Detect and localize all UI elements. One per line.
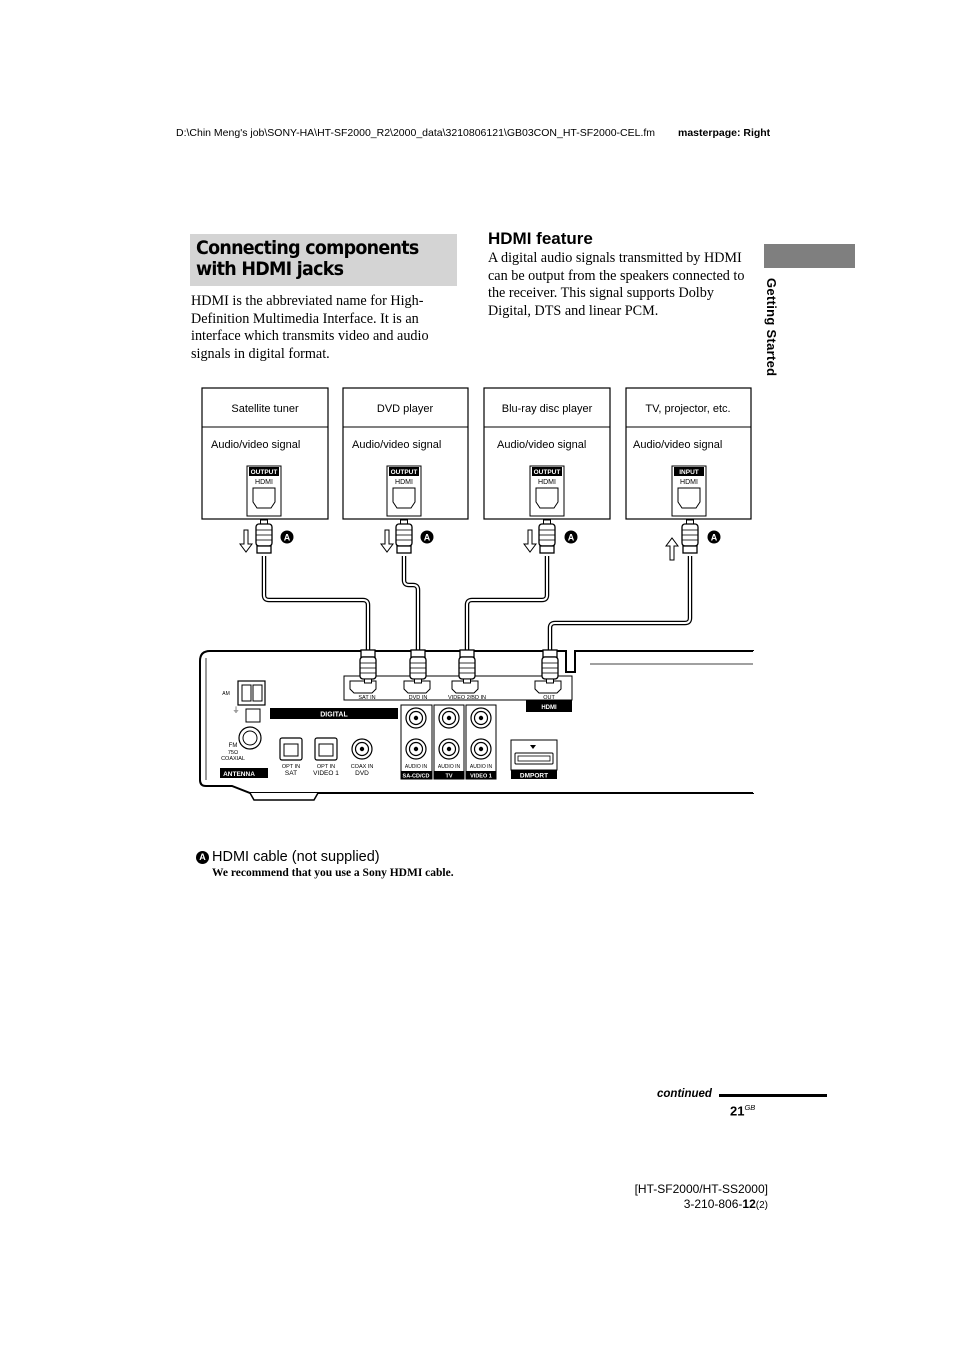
feature-body: A digital audio signals transmitted by H…: [488, 250, 745, 319]
callout-a-badge: A: [564, 530, 578, 544]
audio-in-section: [400, 704, 497, 780]
audio-in-source: VIDEO 1: [470, 774, 492, 780]
jack-type-bluray: HDMI: [538, 479, 556, 486]
hdmi-jack-label: VIDEO 2/BD IN: [448, 695, 486, 701]
jack-type-dvd: HDMI: [395, 479, 413, 486]
antenna-label: ANTENNA: [223, 771, 255, 778]
device-signal-tv: Audio/video signal: [633, 439, 722, 451]
hdmi-plug-icon: [359, 649, 377, 684]
callout-a-badge: A: [280, 530, 294, 544]
svg-text:A: A: [284, 533, 291, 543]
continued-label: continued: [657, 1088, 712, 1100]
antenna-fm-coaxial: COAXIAL: [221, 756, 245, 762]
page-number: 21GB: [730, 1103, 756, 1119]
cable-recommendation: We recommend that you use a Sony HDMI ca…: [212, 867, 454, 879]
feature-title: HDMI feature: [488, 229, 593, 248]
arrow-up-icon: [665, 537, 679, 561]
side-tab-bar: [764, 244, 855, 268]
svg-text:A: A: [711, 533, 718, 543]
device-name-dvd: DVD player: [377, 403, 434, 415]
digital-label: DIGITAL: [320, 712, 348, 719]
device-name-tv: TV, projector, etc.: [645, 403, 730, 415]
continued-rule: [719, 1094, 827, 1097]
antenna-am-label: AM: [222, 691, 230, 697]
digital-jack-type: COAX IN: [351, 764, 374, 770]
audio-in-label: AUDIO IN: [438, 764, 461, 770]
svg-text:⏚: ⏚: [233, 706, 240, 714]
header-masterpage: masterpage: Right: [678, 127, 771, 139]
hdmi-plug-icon: [458, 649, 476, 684]
digital-jack-type: OPT IN: [317, 764, 335, 770]
jack-label-bluray: OUTPUT: [534, 469, 561, 476]
digital-section: [270, 708, 398, 761]
digital-jack-source: SAT: [285, 770, 297, 777]
device-signal-satellite: Audio/video signal: [211, 439, 300, 451]
receiver-hdmi-section: [343, 675, 573, 712]
device-name-bluray: Blu-ray disc player: [502, 403, 593, 415]
hdmi-plug-icon: [255, 519, 273, 554]
cable-note-label: HDMI cable (not supplied): [212, 849, 380, 865]
hdmi-section-label: HDMI: [541, 705, 557, 711]
audio-in-source: TV: [445, 774, 452, 780]
hdmi-plug-icon: [395, 519, 413, 554]
digital-jack-source: DVD: [355, 770, 369, 777]
jack-type-satellite: HDMI: [255, 479, 273, 486]
jack-label-tv: INPUT: [679, 469, 699, 476]
dmport-section: [510, 739, 558, 779]
antenna-fm-label: FM: [229, 743, 238, 749]
hdmi-jack-label: SAT IN: [358, 695, 375, 701]
model-name: [HT-SF2000/HT-SS2000]: [634, 1182, 768, 1196]
audio-in-label: AUDIO IN: [405, 764, 428, 770]
callout-a-badge: A: [707, 530, 721, 544]
page-number-suffix: GB: [744, 1103, 756, 1112]
device-box-dvd: [342, 387, 469, 520]
antenna-section: ⏚: [220, 680, 268, 778]
arrow-down-icon: [239, 529, 253, 553]
header-file-path: D:\Chin Meng's job\SONY-HA\HT-SF2000_R2\…: [176, 127, 656, 139]
hdmi-plug-icon: [409, 649, 427, 684]
device-box-satellite: [201, 387, 329, 520]
device-box-bluray: [483, 387, 611, 520]
jack-label-satellite: OUTPUT: [251, 469, 278, 476]
section-intro: HDMI is the abbreviated name for High-De…: [191, 293, 429, 362]
svg-text:A: A: [568, 533, 575, 543]
arrow-down-icon: [380, 529, 394, 553]
arrow-down-icon: [523, 529, 537, 553]
hdmi-plug-icon: [681, 519, 699, 554]
hdmi-jack-label: OUT: [543, 695, 555, 701]
device-name-satellite: Satellite tuner: [231, 403, 299, 415]
device-signal-dvd: Audio/video signal: [352, 439, 441, 451]
digital-jack-type: OPT IN: [282, 764, 300, 770]
antenna-fm-impedance: 75Ω: [228, 750, 238, 756]
callout-a-badge: A: [196, 851, 209, 864]
section-title-box: [190, 234, 457, 286]
section-title: Connecting components with HDMI jacks: [196, 237, 419, 280]
dmport-label: DMPORT: [520, 773, 548, 780]
side-tab-label: Getting Started: [764, 278, 779, 377]
hdmi-plug-icon: [541, 649, 559, 684]
digital-jack-source: VIDEO 1: [313, 770, 339, 777]
audio-in-source: SA-CD/CD: [403, 774, 430, 780]
audio-in-label: AUDIO IN: [470, 764, 493, 770]
device-box-tv: [625, 387, 752, 520]
device-signal-bluray: Audio/video signal: [497, 439, 586, 451]
doc-number: 3-210-806-12(2): [683, 1196, 768, 1211]
svg-text:A: A: [424, 533, 431, 543]
jack-label-dvd: OUTPUT: [391, 469, 418, 476]
hdmi-plug-icon: [538, 519, 556, 554]
hdmi-jack-label: DVD IN: [409, 695, 428, 701]
callout-a-badge: A: [420, 530, 434, 544]
jack-type-tv: HDMI: [680, 479, 698, 486]
model-info: [HT-SF2000/HT-SS2000] 3-210-806-12(2): [620, 1182, 768, 1213]
